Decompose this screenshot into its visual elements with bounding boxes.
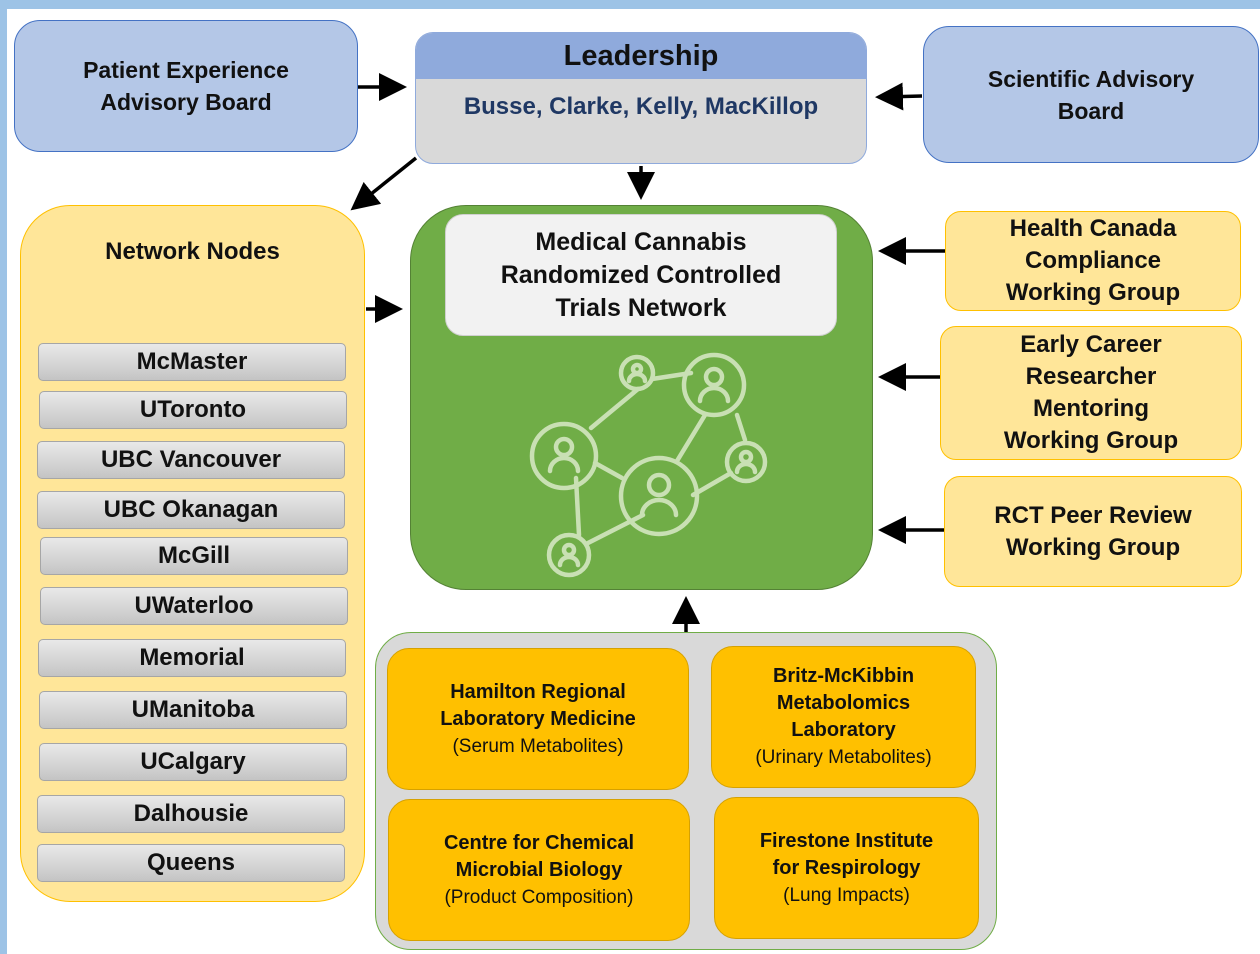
scientific-board-line2: Board <box>1057 97 1125 124</box>
lab1-line1: Hamilton Regional <box>450 680 626 703</box>
lab3-line2: Microbial Biology <box>455 858 623 881</box>
wg1-line1: Health Canada <box>1009 215 1177 242</box>
frame-top-border <box>0 0 1260 9</box>
network-center-box: Medical Cannabis Randomized Controlled T… <box>410 205 873 590</box>
wg1-line2: Compliance <box>1024 247 1162 274</box>
rct-peer-review-working-group: RCT Peer Review Working Group <box>944 476 1242 587</box>
network-title-line2: Randomized Controlled <box>500 260 782 289</box>
lab4-note: (Lung Impacts) <box>783 884 910 906</box>
lab2-line1: Britz-McKibbin <box>772 665 915 687</box>
patient-board-line2: Advisory Board <box>100 89 272 115</box>
node-uwaterloo: UWaterloo <box>40 587 348 625</box>
network-nodes-title: Network Nodes <box>105 238 280 265</box>
arrow-leadership-to-nodes <box>350 156 418 211</box>
leadership-names: Busse, Clarke, Kelly, MacKillop <box>463 93 819 120</box>
lab3-line1: Centre for Chemical <box>443 831 635 854</box>
health-canada-working-group: Health Canada Compliance Working Group <box>945 211 1241 311</box>
leadership-title: Leadership <box>416 33 866 79</box>
leadership-box: Leadership Busse, Clarke, Kelly, MacKill… <box>415 32 867 164</box>
network-title-line1: Medical Cannabis <box>535 227 747 256</box>
lab-centre-chemical-microbial: Centre for Chemical Microbial Biology (P… <box>388 799 690 941</box>
people-network-icon <box>529 352 768 578</box>
wg1-line3: Working Group <box>1005 279 1181 306</box>
node-ucalgary: UCalgary <box>39 743 347 781</box>
lab4-line2: for Respirology <box>772 856 921 879</box>
lab2-note: (Urinary Metabolites) <box>755 747 932 768</box>
node-queens: Queens <box>37 844 345 882</box>
frame-left-border <box>0 0 7 954</box>
node-memorial: Memorial <box>38 639 346 677</box>
network-title-line3: Trials Network <box>555 293 727 322</box>
lab-britz-mckibbin: Britz-McKibbin Metabolomics Laboratory (… <box>711 646 976 788</box>
wg3-line2: Working Group <box>1005 533 1181 561</box>
lab1-note: (Serum Metabolites) <box>452 735 624 757</box>
node-mcmaster: McMaster <box>38 343 346 381</box>
arrow-scientific-to-leadership <box>875 82 923 111</box>
node-umanitoba: UManitoba <box>39 691 347 729</box>
wg2-line4: Working Group <box>1003 427 1179 454</box>
patient-board-line1: Patient Experience <box>83 57 289 83</box>
node-dalhousie: Dalhousie <box>37 795 345 833</box>
wg3-line1: RCT Peer Review <box>994 501 1192 529</box>
network-title: Medical Cannabis Randomized Controlled T… <box>445 214 837 336</box>
lab4-line1: Firestone Institute <box>759 829 934 852</box>
wg2-line2: Researcher <box>1025 363 1157 390</box>
node-ubc-okanagan: UBC Okanagan <box>37 491 345 529</box>
node-ubc-vancouver: UBC Vancouver <box>37 441 345 479</box>
lab3-note: (Product Composition) <box>444 886 634 908</box>
scientific-advisory-board: Scientific Advisory Board <box>923 26 1259 163</box>
early-career-working-group: Early Career Researcher Mentoring Workin… <box>940 326 1242 460</box>
wg2-line3: Mentoring <box>1033 395 1149 422</box>
wg2-line1: Early Career <box>1020 331 1162 358</box>
lab-hamilton-regional: Hamilton Regional Laboratory Medicine (S… <box>387 648 689 790</box>
node-utoronto: UToronto <box>39 391 347 429</box>
node-mcgill: McGill <box>40 537 348 575</box>
lab-firestone-institute: Firestone Institute for Respirology (Lun… <box>714 797 979 939</box>
lab2-line3: Laboratory <box>791 719 896 741</box>
lab1-line2: Laboratory Medicine <box>440 707 636 730</box>
patient-experience-advisory-board: Patient Experience Advisory Board <box>14 20 358 152</box>
lab2-line2: Metabolomics <box>776 692 911 714</box>
scientific-board-line1: Scientific Advisory <box>987 65 1195 92</box>
